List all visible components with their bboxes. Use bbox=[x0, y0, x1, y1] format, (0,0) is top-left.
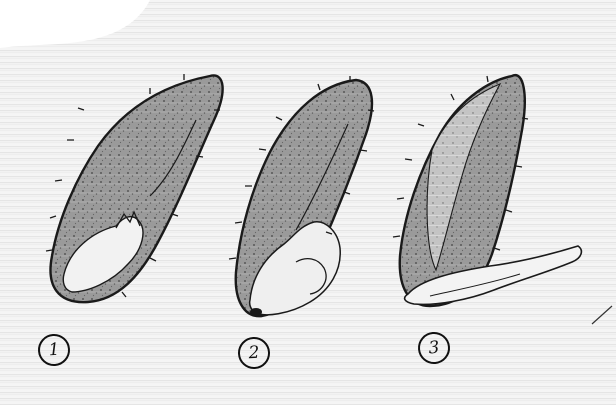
step-number-1: 1 bbox=[48, 340, 60, 361]
seed-2-base-dot bbox=[250, 308, 262, 316]
step-number-3: 3 bbox=[428, 338, 441, 359]
step-number-2: 2 bbox=[248, 343, 260, 364]
